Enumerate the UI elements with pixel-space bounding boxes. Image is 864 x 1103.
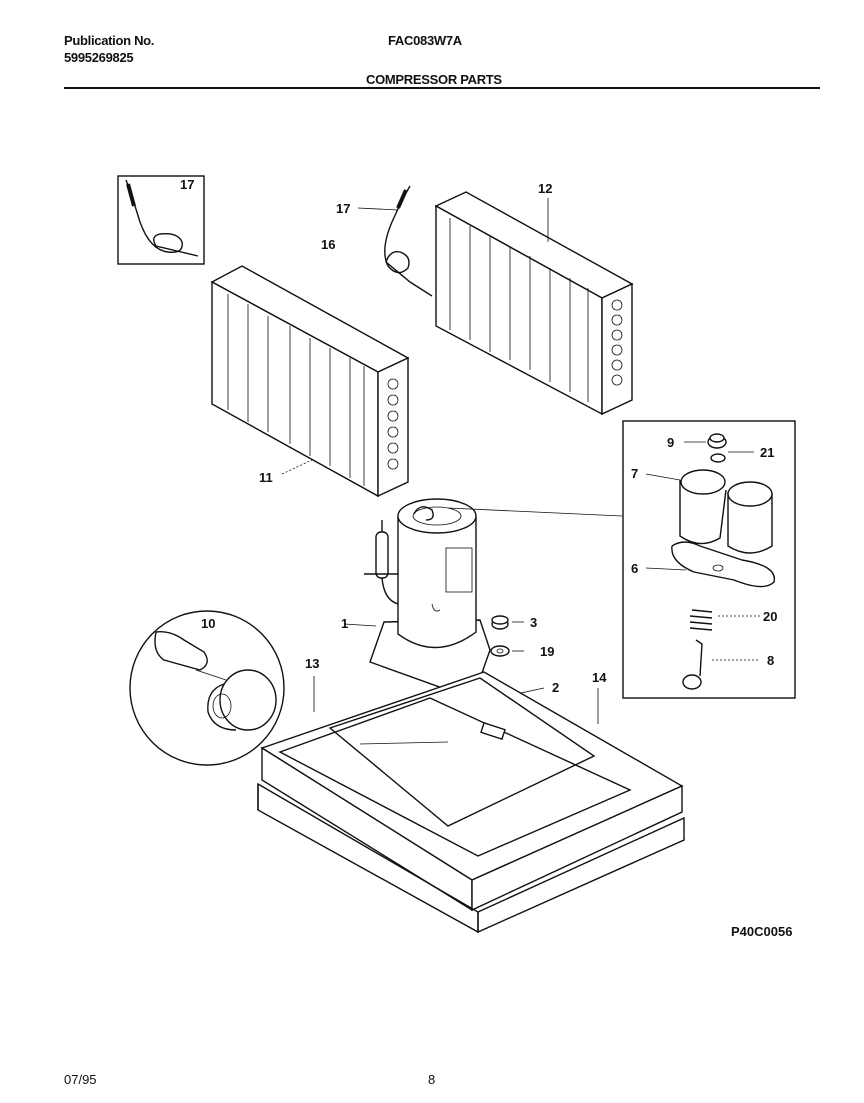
base-pan: [260, 671, 684, 912]
callout-6: 6: [631, 561, 638, 576]
callout-20: 20: [763, 609, 777, 624]
callout-2: 2: [552, 680, 559, 695]
base-tray: [257, 782, 685, 934]
compressor: [343, 498, 623, 691]
callout-12: 12: [538, 181, 552, 196]
callout-10: 10: [201, 616, 215, 631]
callout-17-inset: 17: [180, 177, 194, 192]
capillary-tube: [357, 185, 433, 297]
model-number: FAC083W7A: [388, 33, 462, 48]
evaporator-coil: [210, 265, 410, 498]
callout-17: 17: [336, 201, 350, 216]
header-rule: [64, 87, 820, 89]
publication-label: Publication No.: [64, 33, 155, 48]
drawing-code: P40C0056: [731, 924, 793, 939]
terminal-cover-detail: [622, 420, 796, 699]
capillary-inset: [117, 175, 205, 265]
protector-detail: [129, 610, 285, 766]
callout-16: 16: [321, 237, 335, 252]
section-title: COMPRESSOR PARTS: [366, 72, 502, 87]
callout-19: 19: [540, 644, 554, 659]
callout-9: 9: [667, 435, 674, 450]
callout-1: 1: [341, 616, 348, 631]
page-number: 8: [428, 1072, 436, 1087]
callout-13: 13: [305, 656, 319, 671]
callout-8: 8: [767, 653, 774, 668]
publication-number: 5995269825: [64, 50, 134, 65]
callout-3: 3: [530, 615, 537, 630]
condenser-coil: [434, 191, 634, 416]
callout-11: 11: [259, 470, 273, 485]
footer-date: 07/95: [64, 1072, 97, 1087]
callout-14: 14: [592, 670, 607, 685]
callout-21: 21: [760, 445, 774, 460]
callout-7: 7: [631, 466, 638, 481]
